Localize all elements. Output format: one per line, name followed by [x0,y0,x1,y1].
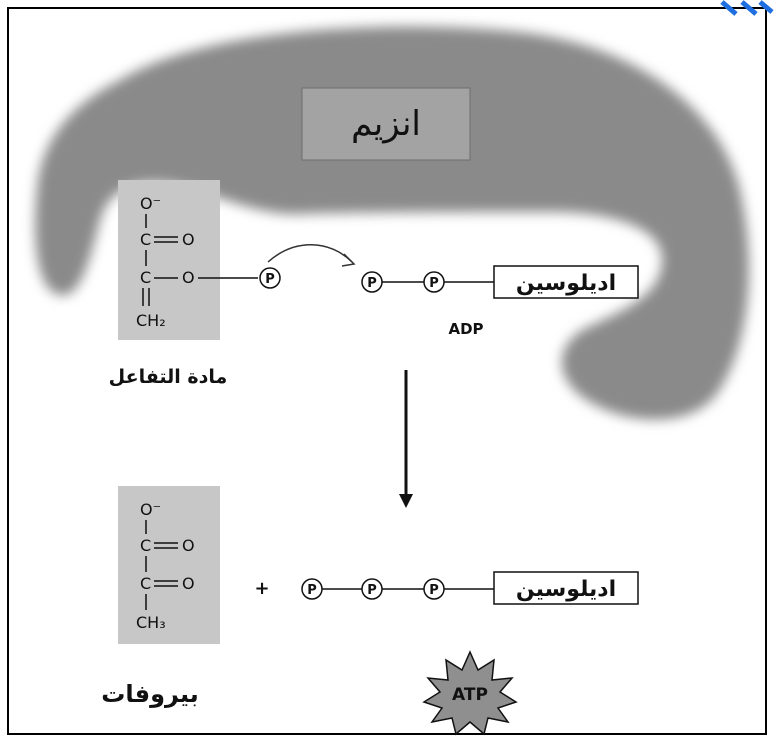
enzyme-label: انزيم [351,104,421,144]
svg-text:P: P [429,276,439,291]
adenosine-box-bottom [493,571,639,605]
plus-sign: + [254,578,269,599]
substrate-box [118,180,220,340]
adenosine-label-bottom: اديلوسين [516,577,616,602]
adenosine-label-top: اديلوسين [516,271,616,296]
substrate-label: مادة التفاعل [109,366,228,388]
pyruvate-c1: C [140,536,151,555]
phosphate-circle-substrate: P [259,267,281,289]
enzyme-label-box [301,87,471,161]
substrate-o-minus: O⁻ [140,194,161,213]
pyruvate-label: بيروفات [101,680,199,708]
svg-text:P: P [307,583,317,598]
substrate-c1: C [140,230,151,249]
transfer-arrowhead-icon [341,253,356,267]
enzyme-shape [35,26,749,420]
atp-phosphate-1: P [301,578,323,600]
atp-starburst-icon [422,650,518,736]
svg-text:P: P [429,583,439,598]
adp-phosphate-1: P [361,271,383,293]
reaction-arrow-icon [399,494,413,508]
pyruvate-o1: O [182,536,195,555]
substrate-formula: O⁻ C O C O CH₂ [136,194,195,330]
substrate-c2: C [140,268,151,287]
svg-text:P: P [265,272,275,287]
adp-label: ADP [448,320,483,338]
adenosine-box-top [493,265,639,299]
atp-phosphate-3: P [423,578,445,600]
pyruvate-o2: O [182,574,195,593]
pyruvate-c2: C [140,574,151,593]
substrate-o1: O [182,230,195,249]
pyruvate-box [118,486,220,644]
substrate-ch2: CH₂ [136,311,166,330]
corner-decoration-icon [720,0,774,16]
pyruvate-ch3: CH₃ [136,613,166,632]
transfer-arrow-icon [267,244,353,263]
pyruvate-o-minus: O⁻ [140,500,161,519]
adp-phosphate-2: P [423,271,445,293]
atp-phosphate-2: P [361,578,383,600]
svg-text:P: P [367,583,377,598]
substrate-o2: O [182,268,195,287]
atp-label: ATP [452,685,488,705]
svg-text:P: P [367,276,377,291]
pyruvate-formula: O⁻ C O C O CH₃ [136,500,195,632]
